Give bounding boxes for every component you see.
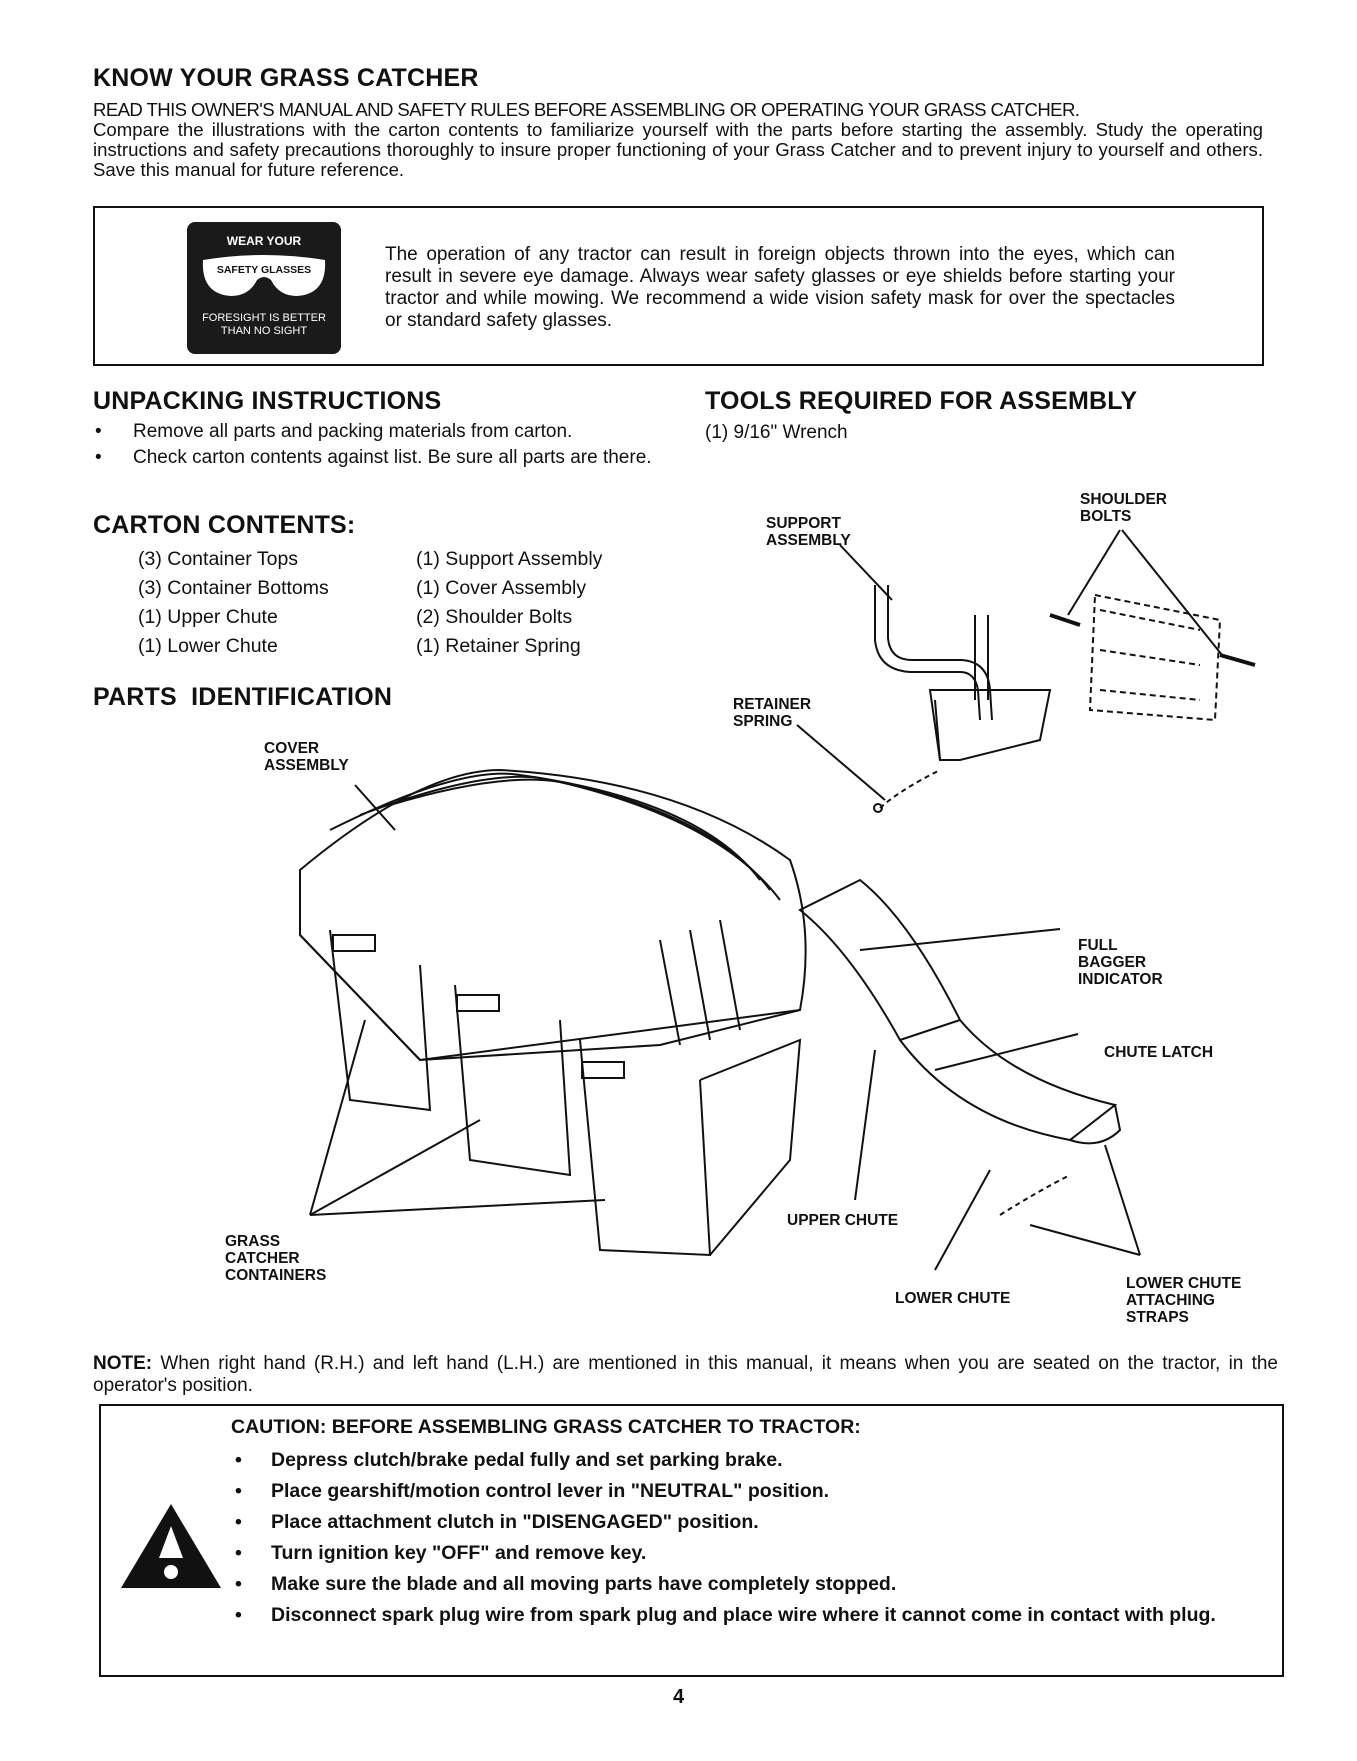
label-line: INDICATOR <box>1078 971 1163 988</box>
label-full-bagger-indicator: FULL BAGGER INDICATOR <box>1078 937 1163 988</box>
label-cover-assembly: COVER ASSEMBLY <box>264 740 349 774</box>
label-line: BOLTS <box>1080 508 1132 525</box>
caution-box: CAUTION: BEFORE ASSEMBLING GRASS CATCHER… <box>99 1404 1284 1677</box>
label-chute-latch: CHUTE LATCH <box>1104 1044 1214 1061</box>
label-lower-chute: LOWER CHUTE <box>895 1290 1011 1307</box>
grass-catcher-containers-drawing <box>329 929 802 1257</box>
support-assembly-drawing <box>874 585 1052 761</box>
note-paragraph: NOTE: When right hand (R.H.) and left ha… <box>93 1353 1278 1397</box>
list-item: Place gearshift/motion control lever in … <box>231 1480 1241 1502</box>
intro-paragraph: READ THIS OWNER'S MANUAL AND SAFETY RULE… <box>93 100 1263 180</box>
badge-bottom-text-2: THAN NO SIGHT <box>220 325 308 337</box>
label-line: COVER <box>264 740 320 757</box>
label-line: CATCHER <box>225 1250 300 1267</box>
carton-item: (3) Container Tops <box>138 548 299 570</box>
carton-item: (3) Container Bottoms <box>138 577 329 599</box>
label-line: RETAINER <box>733 696 812 713</box>
carton-item: (1) Support Assembly <box>416 548 603 570</box>
label-line: SPRING <box>733 713 793 730</box>
page-number: 4 <box>672 1686 685 1708</box>
unpacking-list: Remove all parts and packing materials f… <box>93 421 653 473</box>
label-line: LOWER CHUTE <box>1126 1275 1242 1292</box>
tools-title: TOOLS REQUIRED FOR ASSEMBLY <box>705 387 1138 415</box>
list-item: Disconnect spark plug wire from spark pl… <box>231 1604 1241 1626</box>
label-line: SHOULDER <box>1080 491 1167 508</box>
note-text: When right hand (R.H.) and left hand (L.… <box>93 1353 1278 1396</box>
safety-glasses-box: WEAR YOUR SAFETY GLASSES FORESIGHT IS BE… <box>93 206 1264 366</box>
label-support-assembly: SUPPORT ASSEMBLY <box>766 515 851 549</box>
parts-title: PARTS IDENTIFICATION <box>93 683 393 711</box>
carton-contents-table: (3) Container Tops (1) Support Assembly (… <box>138 548 602 664</box>
goggles-icon <box>202 255 326 296</box>
note-label: NOTE: <box>93 1353 153 1374</box>
list-item: Turn ignition key "OFF" and remove key. <box>231 1542 1241 1564</box>
shoulder-bolts-drawing <box>1088 593 1222 722</box>
list-item: Place attachment clutch in "DISENGAGED" … <box>231 1511 1241 1533</box>
caution-title: CAUTION: BEFORE ASSEMBLING GRASS CATCHER… <box>231 1416 861 1438</box>
safety-glasses-badge: WEAR YOUR SAFETY GLASSES FORESIGHT IS BE… <box>187 222 341 354</box>
chutes-drawing <box>798 878 1122 1216</box>
label-lower-chute-straps: LOWER CHUTE ATTACHING STRAPS <box>1126 1275 1241 1326</box>
warning-triangle-icon <box>121 1504 221 1588</box>
intro-body: Compare the illustrations with the carto… <box>93 119 1263 180</box>
label-line: GRASS <box>225 1233 281 1250</box>
label-grass-catcher-containers: GRASS CATCHER CONTAINERS <box>225 1233 326 1284</box>
carton-item: (1) Lower Chute <box>138 635 278 657</box>
safety-text: The operation of any tractor can result … <box>385 244 1175 331</box>
label-line: BAGGER <box>1078 954 1147 971</box>
unpacking-title: UNPACKING INSTRUCTIONS <box>93 387 442 415</box>
badge-top-text: WEAR YOUR <box>226 234 302 248</box>
carton-title: CARTON CONTENTS: <box>93 511 356 539</box>
label-shoulder-bolts: SHOULDER BOLTS <box>1080 491 1167 525</box>
label-line: ATTACHING <box>1126 1292 1215 1309</box>
carton-item: (1) Upper Chute <box>138 606 278 628</box>
list-item: Check carton contents against list. Be s… <box>93 447 653 469</box>
label-line: ASSEMBLY <box>264 757 349 774</box>
tools-item: (1) 9/16" Wrench <box>705 422 848 443</box>
carton-item: (1) Retainer Spring <box>416 635 581 657</box>
list-item: Remove all parts and packing materials f… <box>93 421 653 443</box>
label-line: STRAPS <box>1126 1309 1189 1326</box>
label-line: ASSEMBLY <box>766 532 851 549</box>
carton-item: (1) Cover Assembly <box>416 577 587 599</box>
label-retainer-spring: RETAINER SPRING <box>733 696 811 730</box>
badge-bottom-text-1: FORESIGHT IS BETTER <box>202 312 326 324</box>
label-line: FULL <box>1078 937 1118 954</box>
label-upper-chute: UPPER CHUTE <box>787 1212 899 1229</box>
list-item: Depress clutch/brake pedal fully and set… <box>231 1449 1241 1471</box>
list-item: Make sure the blade and all moving parts… <box>231 1573 1241 1595</box>
label-line: SUPPORT <box>766 515 841 532</box>
carton-item: (2) Shoulder Bolts <box>416 606 573 628</box>
caution-list: Depress clutch/brake pedal fully and set… <box>231 1449 1241 1635</box>
page-title: KNOW YOUR GRASS CATCHER <box>93 64 479 92</box>
cover-assembly-drawing <box>299 768 807 1062</box>
badge-mid-text: SAFETY GLASSES <box>216 264 312 276</box>
label-line: CONTAINERS <box>225 1267 327 1284</box>
intro-caps: READ THIS OWNER'S MANUAL AND SAFETY RULE… <box>93 99 1080 120</box>
